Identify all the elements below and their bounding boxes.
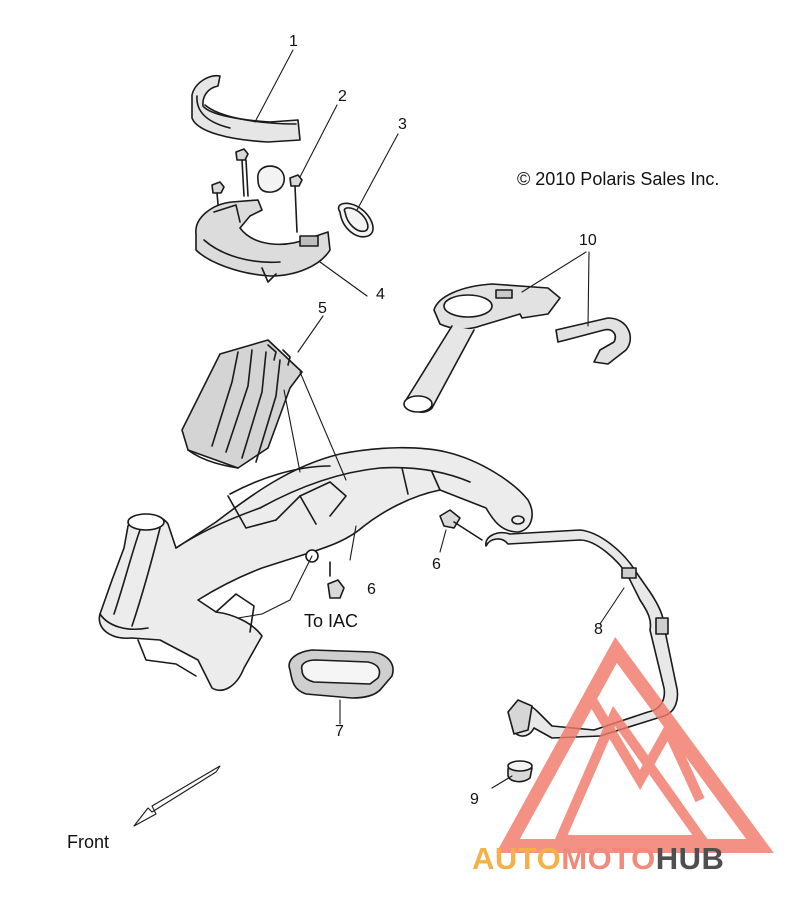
leader-filter-a [283, 389, 301, 473]
part-6-fitting-upper [439, 509, 483, 541]
callout-5: 5 [318, 300, 327, 317]
callout-1: 1 [289, 33, 298, 50]
leader-10a [521, 251, 587, 293]
part-10-intake-duct [403, 283, 561, 413]
leader-9 [491, 775, 513, 789]
watermark-text: AUTOMOTOHUB [472, 843, 724, 874]
leader-2 [299, 104, 338, 178]
to-iac-label: To IAC [304, 611, 359, 631]
callout-7: 7 [335, 723, 344, 740]
callout-2: 2 [338, 88, 347, 105]
part-4-bracket [195, 199, 331, 283]
leader-5 [297, 315, 324, 353]
leader-3 [356, 133, 399, 211]
leader-filter-b [299, 371, 347, 481]
vehicle-frame [98, 446, 533, 692]
leader-10b [587, 251, 590, 327]
watermark-hub: HUB [655, 841, 725, 876]
front-label: Front [67, 832, 110, 852]
part-2-bolts [211, 148, 303, 233]
leader-8 [599, 587, 625, 625]
part-10-clamp [555, 317, 632, 365]
leader-4 [319, 261, 368, 297]
part-1-trim-strip [191, 74, 301, 143]
watermark-logo-triangle [496, 637, 774, 853]
vent-line-left [237, 555, 313, 619]
watermark-moto: MOTO [561, 841, 656, 876]
callout-8: 8 [594, 621, 603, 638]
callout-6-upper: 6 [432, 556, 441, 573]
leader-1 [254, 49, 294, 123]
part-3-gasket [337, 202, 374, 238]
part-7-grommet [288, 649, 394, 699]
copyright-notice: © 2010 Polaris Sales Inc. [517, 169, 720, 189]
callout-9: 9 [470, 791, 479, 808]
watermark-auto: AUTO [472, 841, 562, 876]
front-arrow-icon [133, 765, 221, 827]
callout-6-lower: 6 [367, 581, 376, 598]
part-5-filter-box [181, 339, 303, 469]
callout-4: 4 [376, 286, 385, 303]
part-9-cap [507, 760, 533, 783]
callout-10: 10 [579, 232, 597, 249]
callout-3: 3 [398, 116, 407, 133]
part-6-fitting-lower [327, 561, 345, 599]
leader-6a [439, 529, 447, 553]
gasket-small [257, 165, 285, 193]
vent-line-mid [349, 525, 357, 561]
